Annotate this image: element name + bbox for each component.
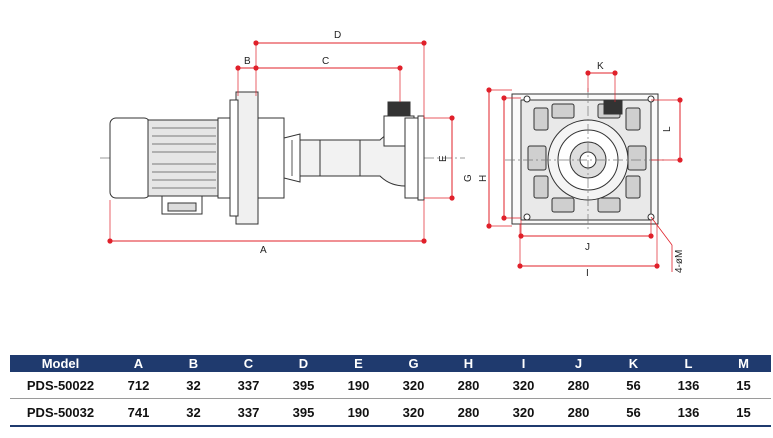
header-g: G: [386, 355, 441, 372]
cell-l: 136: [661, 398, 716, 427]
header-m: M: [716, 355, 771, 372]
spec-table: Model A B C D E G H I J K L M PDS-50022 …: [10, 355, 771, 427]
cell-i: 320: [496, 372, 551, 399]
header-b: B: [166, 355, 221, 372]
cell-j: 280: [551, 372, 606, 399]
dim-label-H: H: [478, 175, 489, 182]
front-discharge-port: [603, 99, 623, 115]
cell-b: 32: [166, 372, 221, 399]
cell-d: 395: [276, 372, 331, 399]
cell-c: 337: [221, 398, 276, 427]
table-row: PDS-50032 741 32 337 395 190 320 280 320…: [10, 398, 771, 427]
discharge-port: [387, 101, 411, 117]
motor-end-cap: [109, 117, 151, 199]
side-dimensions: [107, 40, 455, 244]
dim-label-M: 4-øM: [674, 250, 685, 273]
side-view: [100, 91, 465, 225]
header-h: H: [441, 355, 496, 372]
cell-m: 15: [716, 398, 771, 427]
header-i: I: [496, 355, 551, 372]
cell-e: 190: [331, 398, 386, 427]
cell-k: 56: [606, 398, 661, 427]
dim-label-K: K: [597, 61, 604, 72]
table-header-row: Model A B C D E G H I J K L M: [10, 355, 771, 372]
header-l: L: [661, 355, 716, 372]
dim-label-G: G: [463, 174, 474, 182]
dim-label-L: L: [662, 126, 673, 132]
cell-k: 56: [606, 372, 661, 399]
cell-i: 320: [496, 398, 551, 427]
cell-b: 32: [166, 398, 221, 427]
header-c: C: [221, 355, 276, 372]
front-view: [505, 88, 665, 232]
front-dimension-labels: K G H L J I 4-øM: [463, 61, 685, 279]
header-model: Model: [10, 355, 111, 372]
cell-g: 320: [386, 372, 441, 399]
cell-c: 337: [221, 372, 276, 399]
header-a: A: [111, 355, 166, 372]
cell-j: 280: [551, 398, 606, 427]
front-dimensions: [486, 70, 683, 272]
cell-a: 712: [111, 372, 166, 399]
technical-drawing: D B C A E: [100, 30, 685, 279]
cell-e: 190: [331, 372, 386, 399]
header-j: J: [551, 355, 606, 372]
dim-label-B: B: [244, 56, 251, 67]
table-row: PDS-50022 712 32 337 395 190 320 280 320…: [10, 372, 771, 399]
dim-label-E: E: [438, 155, 449, 162]
header-d: D: [276, 355, 331, 372]
cell-model: PDS-50022: [10, 372, 111, 399]
motor-body: [147, 119, 221, 197]
dim-label-C: C: [322, 56, 329, 67]
mounting-plate: [235, 91, 259, 225]
cell-h: 280: [441, 372, 496, 399]
dim-label-J: J: [585, 242, 590, 253]
dim-label-A: A: [260, 245, 267, 256]
bearing-housing: [257, 117, 285, 199]
side-dimension-labels: D B C A E: [244, 30, 449, 256]
header-e: E: [331, 355, 386, 372]
cell-h: 280: [441, 398, 496, 427]
cell-model: PDS-50032: [10, 398, 111, 427]
cell-d: 395: [276, 398, 331, 427]
header-k: K: [606, 355, 661, 372]
cell-a: 741: [111, 398, 166, 427]
cell-l: 136: [661, 372, 716, 399]
cell-g: 320: [386, 398, 441, 427]
dim-label-I: I: [586, 268, 589, 279]
cell-m: 15: [716, 372, 771, 399]
dim-label-D: D: [334, 30, 341, 41]
